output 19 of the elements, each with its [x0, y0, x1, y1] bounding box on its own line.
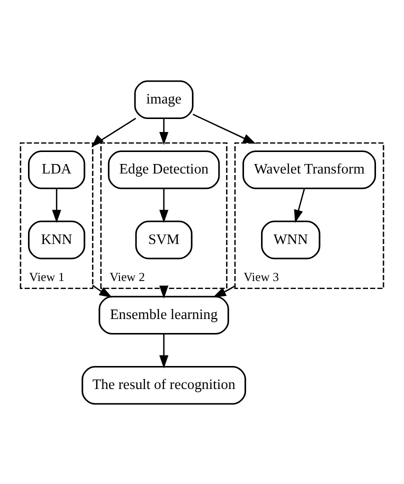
arrow	[92, 284, 112, 298]
arrow	[159, 118, 168, 145]
node-box: SVM	[135, 220, 192, 259]
arrow	[159, 334, 168, 368]
node-box: Wavelet Transform	[242, 150, 376, 189]
arrow	[192, 113, 256, 144]
node-box: Edge Detection	[108, 150, 220, 189]
arrow	[212, 284, 236, 297]
node-box: KNN	[28, 220, 86, 259]
node-box: Ensemble learning	[98, 295, 230, 334]
arrow	[159, 188, 168, 222]
arrow	[52, 188, 62, 222]
arrow	[294, 188, 306, 222]
node-box: image	[134, 80, 194, 119]
node-box: LDA	[28, 150, 86, 189]
arrow	[91, 117, 136, 147]
node-box: The result of recognition	[82, 365, 246, 404]
arrow	[159, 285, 168, 298]
node-box: WNN	[261, 220, 320, 259]
